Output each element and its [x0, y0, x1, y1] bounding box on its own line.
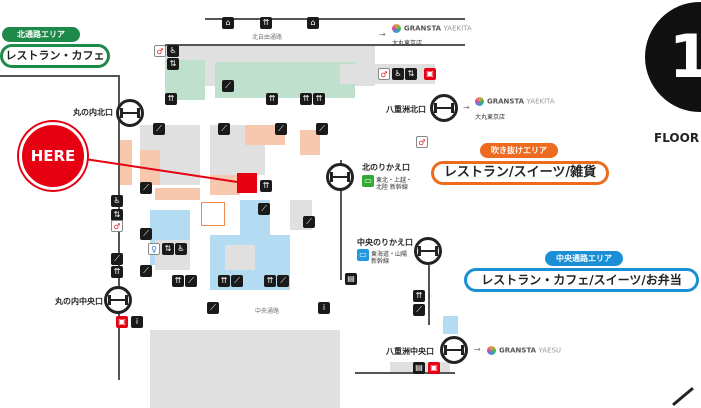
- locker-icon: ▣: [116, 316, 128, 328]
- gransta-name: GRANSTA: [404, 24, 442, 33]
- wheelchair-icon: ♿: [167, 45, 179, 57]
- coin-locker-icon: ▤: [413, 362, 425, 374]
- north-area-title[interactable]: レストラン・カフェ: [0, 44, 110, 68]
- central-area-tag: 中央通路エリア: [545, 251, 623, 266]
- escalator-icon: ⟋: [185, 275, 197, 287]
- marunouchi-north-gate-icon[interactable]: [116, 99, 144, 127]
- marunouchi-central-label: 丸の内中央口: [55, 297, 103, 306]
- elevator-icon: ⇅: [167, 58, 179, 70]
- escalator-icon: ⟋: [140, 265, 152, 277]
- arrow-icon: →: [463, 103, 470, 112]
- north-transfer-lines: 東北・上越・北陸 新幹線: [376, 177, 413, 191]
- escalator-icon: ⟋: [316, 123, 328, 135]
- escalator-icon: ⟋: [218, 123, 230, 135]
- floor-badge: 1: [645, 2, 701, 112]
- north-free-passage-label: 北自由通路: [252, 34, 283, 41]
- info-icon: i: [318, 302, 330, 314]
- escalator-icon: ⟋: [231, 275, 243, 287]
- gransta-logo-icon: [475, 97, 484, 106]
- atrium-area-tag: 吹き抜けエリア: [480, 143, 558, 158]
- stairs-icon: ⇈: [111, 266, 123, 278]
- locker-icon: ▣: [424, 68, 436, 80]
- shinkansen-icon: ▭: [357, 249, 369, 261]
- restroom-icon: ♂: [416, 136, 428, 148]
- north-area-tag: 北通路エリア: [2, 27, 80, 42]
- gransta-yaesu-link[interactable]: GRANSTA YAESU: [487, 346, 561, 355]
- gransta-logo-icon: [487, 346, 496, 355]
- yaesu-north-label: 八重洲北口: [386, 105, 426, 114]
- stairs-icon: ⇈: [172, 275, 184, 287]
- north-transfer-gate-icon[interactable]: [326, 163, 354, 191]
- north-transfer-label: 北のりかえ口: [362, 163, 410, 172]
- stairs-icon: ⇈: [300, 93, 312, 105]
- gransta-name: GRANSTA: [499, 346, 537, 355]
- elevator-icon: ⇅: [111, 209, 123, 221]
- escalator-icon: ⟋: [140, 182, 152, 194]
- here-badge: HERE: [19, 122, 87, 190]
- central-transfer-label: 中央のりかえ口: [357, 238, 413, 247]
- info-icon: i: [131, 316, 143, 328]
- escalator-icon: ⟋: [222, 80, 234, 92]
- central-transfer-lines: 東海道・山陽 新幹線: [371, 251, 408, 265]
- here-label: HERE: [30, 147, 76, 165]
- restroom-icon: ♂: [154, 45, 166, 57]
- stairs-icon: ⇈: [264, 275, 276, 287]
- daimaru-label: 大丸東京店: [392, 40, 423, 47]
- escalator-icon: ⟋: [140, 228, 152, 240]
- yaesu-central-label: 八重洲中央口: [386, 347, 434, 356]
- escalator-icon: ⟋: [275, 123, 287, 135]
- here-marker: [237, 173, 257, 193]
- stairs-icon: ⇈: [413, 290, 425, 302]
- escalator-icon: ⟋: [413, 304, 425, 316]
- escalator-icon: ⟋: [111, 253, 123, 265]
- gransta-sub: YAEKITA: [526, 97, 555, 106]
- arrow-icon: →: [474, 345, 481, 354]
- gransta-sub: YAEKITA: [443, 24, 472, 33]
- stairs-icon: ⇈: [260, 17, 272, 29]
- arrow-icon: →: [379, 30, 386, 39]
- escalator-icon: ⟋: [277, 275, 289, 287]
- floor-label: FLOOR: [654, 131, 700, 145]
- escalator-icon: ⟋: [258, 203, 270, 215]
- locker-icon: ▣: [428, 362, 440, 374]
- stairs-icon: ⇈: [313, 93, 325, 105]
- wheelchair-icon: ♿: [175, 243, 187, 255]
- central-transfer-gate-icon[interactable]: [414, 237, 442, 265]
- central-passage-label: 中央通路: [255, 308, 280, 315]
- stairs-icon: ⇈: [165, 93, 177, 105]
- stairs-icon: ⌂: [307, 17, 319, 29]
- marunouchi-central-gate-icon[interactable]: [104, 286, 132, 314]
- gransta-logo-icon: [392, 24, 401, 33]
- coin-locker-icon: ▤: [345, 273, 357, 285]
- floor-number: 1: [669, 22, 701, 92]
- stairs-icon: ⇈: [218, 275, 230, 287]
- escalator-highlight: [201, 202, 225, 226]
- stairs-icon: ⇈: [260, 180, 272, 192]
- gransta-yaekita-link-1[interactable]: GRANSTA YAEKITA: [392, 24, 472, 33]
- shinkansen-icon: ▭: [362, 175, 374, 187]
- gransta-yaekita-link-2[interactable]: GRANSTA YAEKITA: [475, 97, 555, 106]
- elevator-icon: ⇅: [405, 68, 417, 80]
- restroom-icon: ♂: [111, 220, 123, 232]
- atrium-area-title[interactable]: レストラン/スイーツ/雑貨: [431, 161, 609, 185]
- wheelchair-icon: ♿: [111, 195, 123, 207]
- yaesu-north-gate-icon[interactable]: [430, 94, 458, 122]
- escalator-icon: ⟋: [207, 302, 219, 314]
- escalator-icon: ⟋: [153, 123, 165, 135]
- elevator-icon: ⇅: [162, 243, 174, 255]
- stairs-icon: ⇈: [266, 93, 278, 105]
- gransta-sub: YAESU: [538, 346, 562, 355]
- wheelchair-icon: ♿: [392, 68, 404, 80]
- central-area-title[interactable]: レストラン・カフェ/スイーツ/お弁当: [464, 268, 699, 292]
- daimaru-label: 大丸東京店: [475, 114, 506, 121]
- restroom-icon: ♀: [148, 243, 160, 255]
- gransta-name: GRANSTA: [487, 97, 525, 106]
- restroom-icon: ♂: [378, 68, 390, 80]
- yaesu-central-gate-icon[interactable]: [440, 336, 468, 364]
- marunouchi-north-label: 丸の内北口: [73, 108, 113, 117]
- stairs-icon: ⌂: [222, 17, 234, 29]
- escalator-icon: ⟋: [303, 216, 315, 228]
